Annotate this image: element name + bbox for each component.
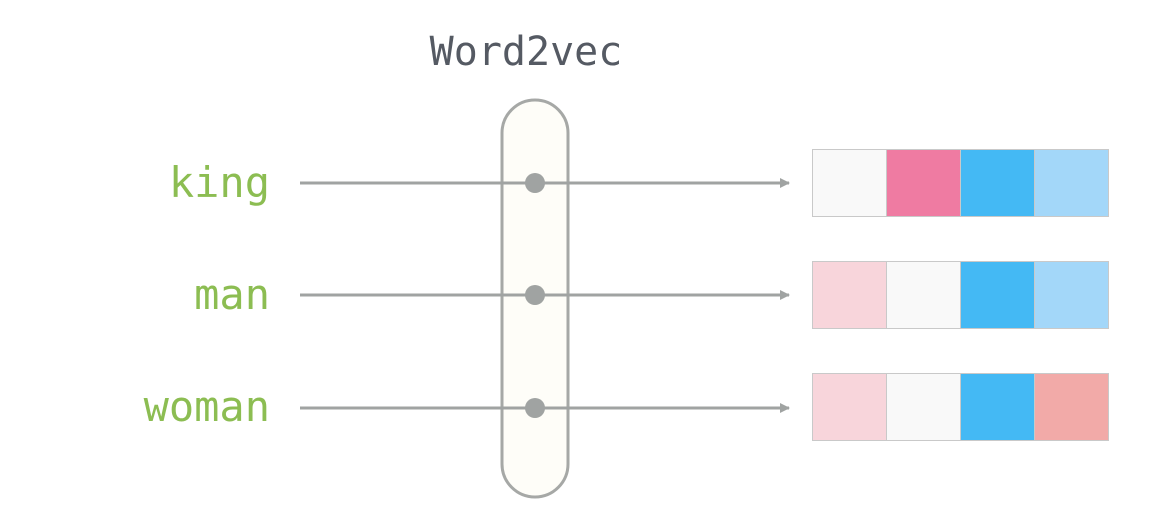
vector-cell bbox=[1034, 261, 1109, 329]
embedding-vector-woman bbox=[812, 373, 1109, 441]
embedding-vector-man bbox=[812, 261, 1109, 329]
vector-cell bbox=[1034, 149, 1109, 217]
node-king bbox=[525, 173, 545, 193]
vector-cell bbox=[1034, 373, 1109, 441]
node-man bbox=[525, 285, 545, 305]
vector-cell bbox=[960, 261, 1035, 329]
word-label-woman: woman bbox=[143, 382, 270, 431]
word-label-king: king bbox=[168, 158, 270, 207]
node-woman bbox=[525, 398, 545, 418]
word-label-man: man bbox=[194, 270, 270, 319]
diagram-title: Word2vec bbox=[429, 29, 623, 75]
vector-cell bbox=[886, 373, 961, 441]
vector-cell bbox=[812, 149, 887, 217]
vector-cell bbox=[960, 373, 1035, 441]
vector-cell bbox=[960, 149, 1035, 217]
vector-cell bbox=[886, 149, 961, 217]
vector-cell bbox=[812, 261, 887, 329]
vector-cell bbox=[812, 373, 887, 441]
embedding-vector-king bbox=[812, 149, 1109, 217]
vector-cell bbox=[886, 261, 961, 329]
